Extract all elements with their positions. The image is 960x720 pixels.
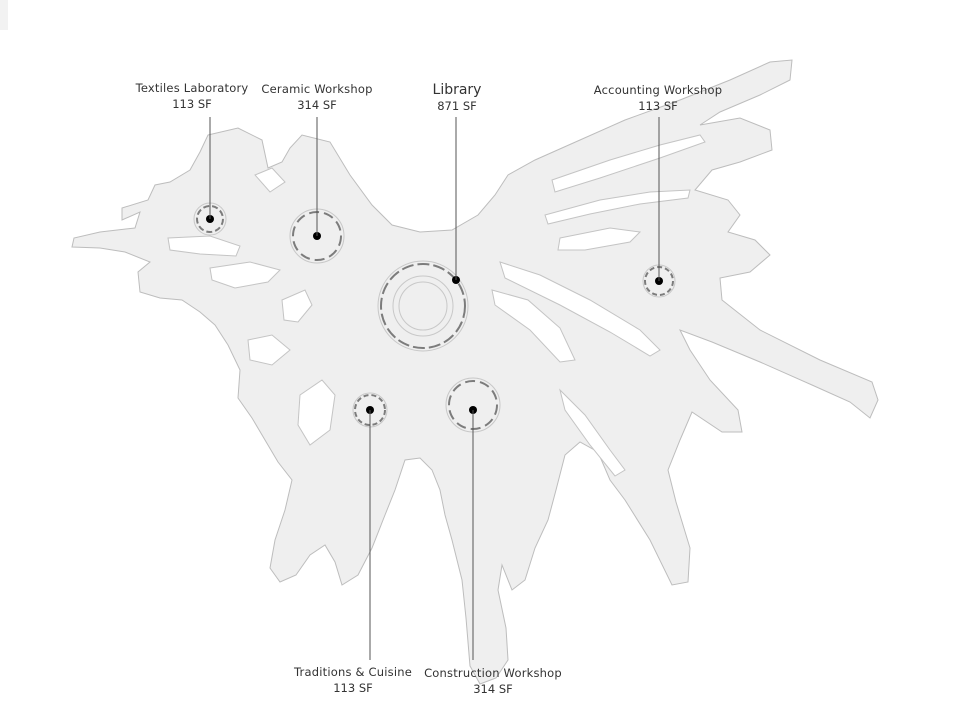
room-marker-library[interactable] [377, 260, 469, 352]
label-library: Library 871 SF [433, 82, 482, 113]
label-traditions: Traditions & Cuisine 113 SF [293, 665, 412, 695]
leader-lines [209, 117, 660, 660]
room-name: Construction Workshop [424, 666, 562, 680]
label-accounting: Accounting Workshop 113 SF [594, 83, 722, 113]
footprint-void-7 [167, 235, 241, 257]
footprint-void-4 [499, 261, 661, 357]
footprint-void-3 [557, 227, 642, 251]
room-name: Traditions & Cuisine [293, 665, 412, 679]
label-ceramic: Ceramic Workshop 314 SF [261, 82, 372, 112]
label-textiles: Textiles Laboratory 113 SF [135, 81, 249, 111]
room-area: 314 SF [297, 98, 337, 112]
footprint-void-5 [491, 289, 576, 363]
footprint-void-6 [559, 388, 626, 477]
corner-mark [0, 0, 8, 30]
footprint-void-10 [247, 334, 291, 366]
room-area: 113 SF [333, 681, 373, 695]
room-area: 871 SF [437, 99, 477, 113]
room-area: 113 SF [172, 97, 212, 111]
label-construction: Construction Workshop 314 SF [424, 666, 562, 696]
footprint-void-11 [297, 379, 336, 446]
room-name: Accounting Workshop [594, 83, 722, 97]
footprint-void-12 [254, 167, 286, 193]
room-name: Library [433, 82, 482, 98]
building-footprint [71, 59, 879, 685]
footprint-void-2 [544, 189, 691, 225]
footprint-void-9 [281, 289, 313, 323]
footprint-void-8 [209, 261, 281, 289]
footprint-main [71, 59, 879, 685]
room-area: 314 SF [473, 682, 513, 696]
room-name: Textiles Laboratory [135, 81, 249, 95]
footprint-void-1 [551, 134, 706, 193]
room-area: 113 SF [638, 99, 678, 113]
room-name: Ceramic Workshop [261, 82, 372, 96]
